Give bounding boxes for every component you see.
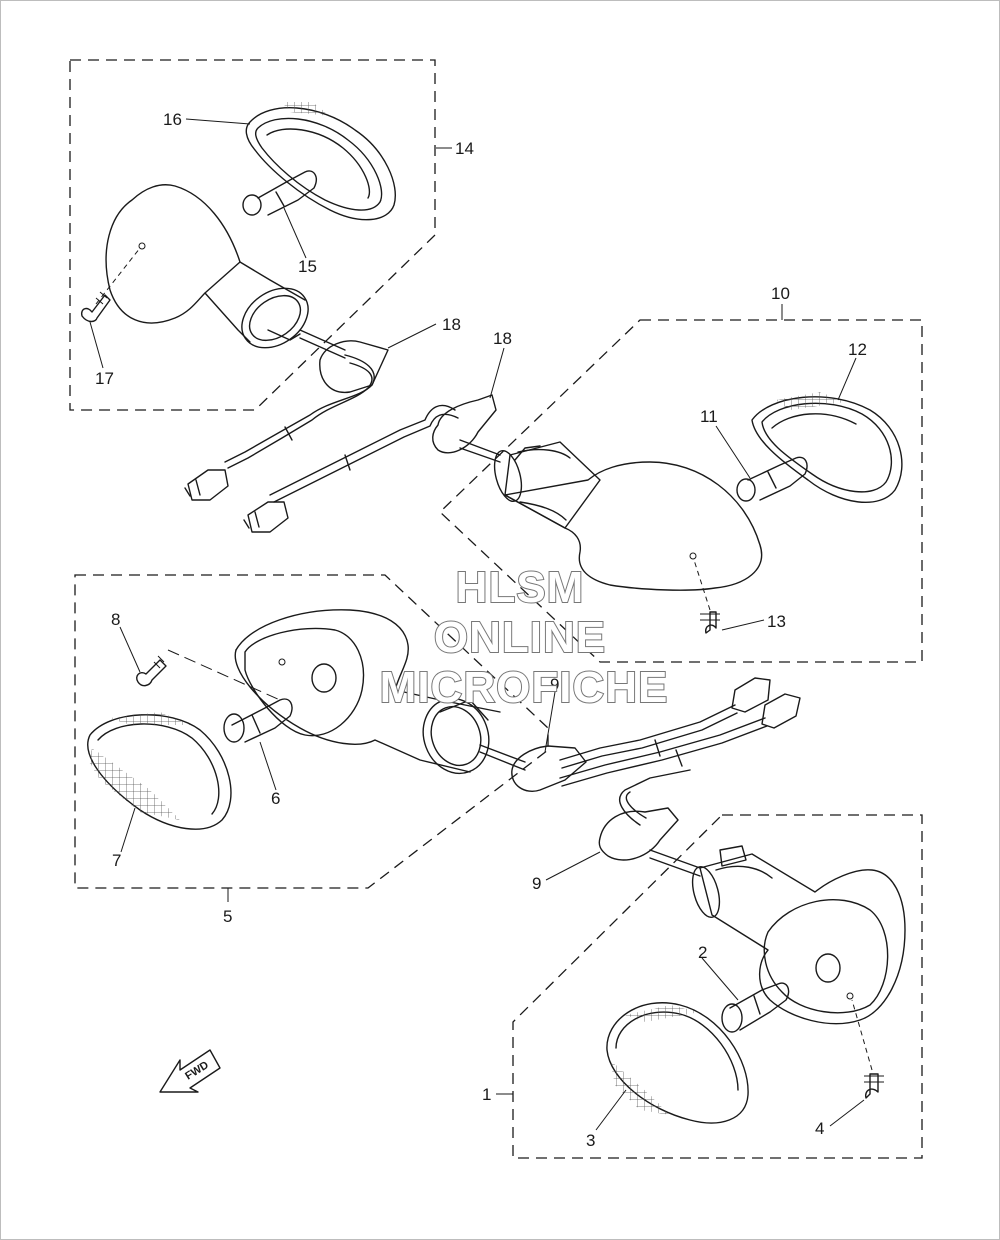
watermark-line-3: MICROFICHE xyxy=(380,663,669,712)
callout-9-top: 9 xyxy=(550,675,559,694)
callout-6: 6 xyxy=(271,789,280,808)
callout-10: 10 xyxy=(771,284,790,303)
fwd-label: FWD xyxy=(183,1059,211,1082)
callout-11: 11 xyxy=(700,407,718,426)
group-box-10 xyxy=(439,319,923,663)
callout-17: 17 xyxy=(95,369,114,388)
turn-signal-assembly-10 xyxy=(243,392,903,634)
callout-7: 7 xyxy=(112,851,121,870)
callout-4: 4 xyxy=(815,1119,824,1138)
callout-13: 13 xyxy=(767,612,786,631)
turn-signal-assembly-1 xyxy=(598,769,906,1124)
callout-14: 14 xyxy=(455,139,474,158)
callout-12: 12 xyxy=(848,340,867,359)
callout-8: 8 xyxy=(111,610,120,629)
callout-numbers: 14 16 15 17 18 18 10 12 11 13 8 9 6 7 5 … xyxy=(95,110,867,1150)
callout-3: 3 xyxy=(586,1131,595,1150)
callout-18-left: 18 xyxy=(442,315,461,334)
callout-2: 2 xyxy=(698,943,707,962)
forward-direction-arrow: FWD xyxy=(159,1049,221,1093)
callout-18-right: 18 xyxy=(493,329,512,348)
watermark-line-2: ONLINE xyxy=(434,613,606,662)
turn-signal-assembly-5 xyxy=(87,609,801,830)
group-box-14 xyxy=(69,59,436,411)
turn-signal-assembly-14 xyxy=(80,102,396,501)
group-box-1 xyxy=(512,814,923,1159)
callout-1: 1 xyxy=(482,1085,491,1104)
watermark-line-1: HLSM xyxy=(456,563,585,612)
callout-15: 15 xyxy=(298,257,317,276)
callout-9-bottom: 9 xyxy=(532,874,541,893)
watermark: HLSM ONLINE MICROFICHE xyxy=(379,562,669,713)
callout-16: 16 xyxy=(163,110,182,129)
callout-5: 5 xyxy=(223,907,232,926)
group-box-5 xyxy=(74,574,549,889)
leader-lines xyxy=(89,118,865,1131)
